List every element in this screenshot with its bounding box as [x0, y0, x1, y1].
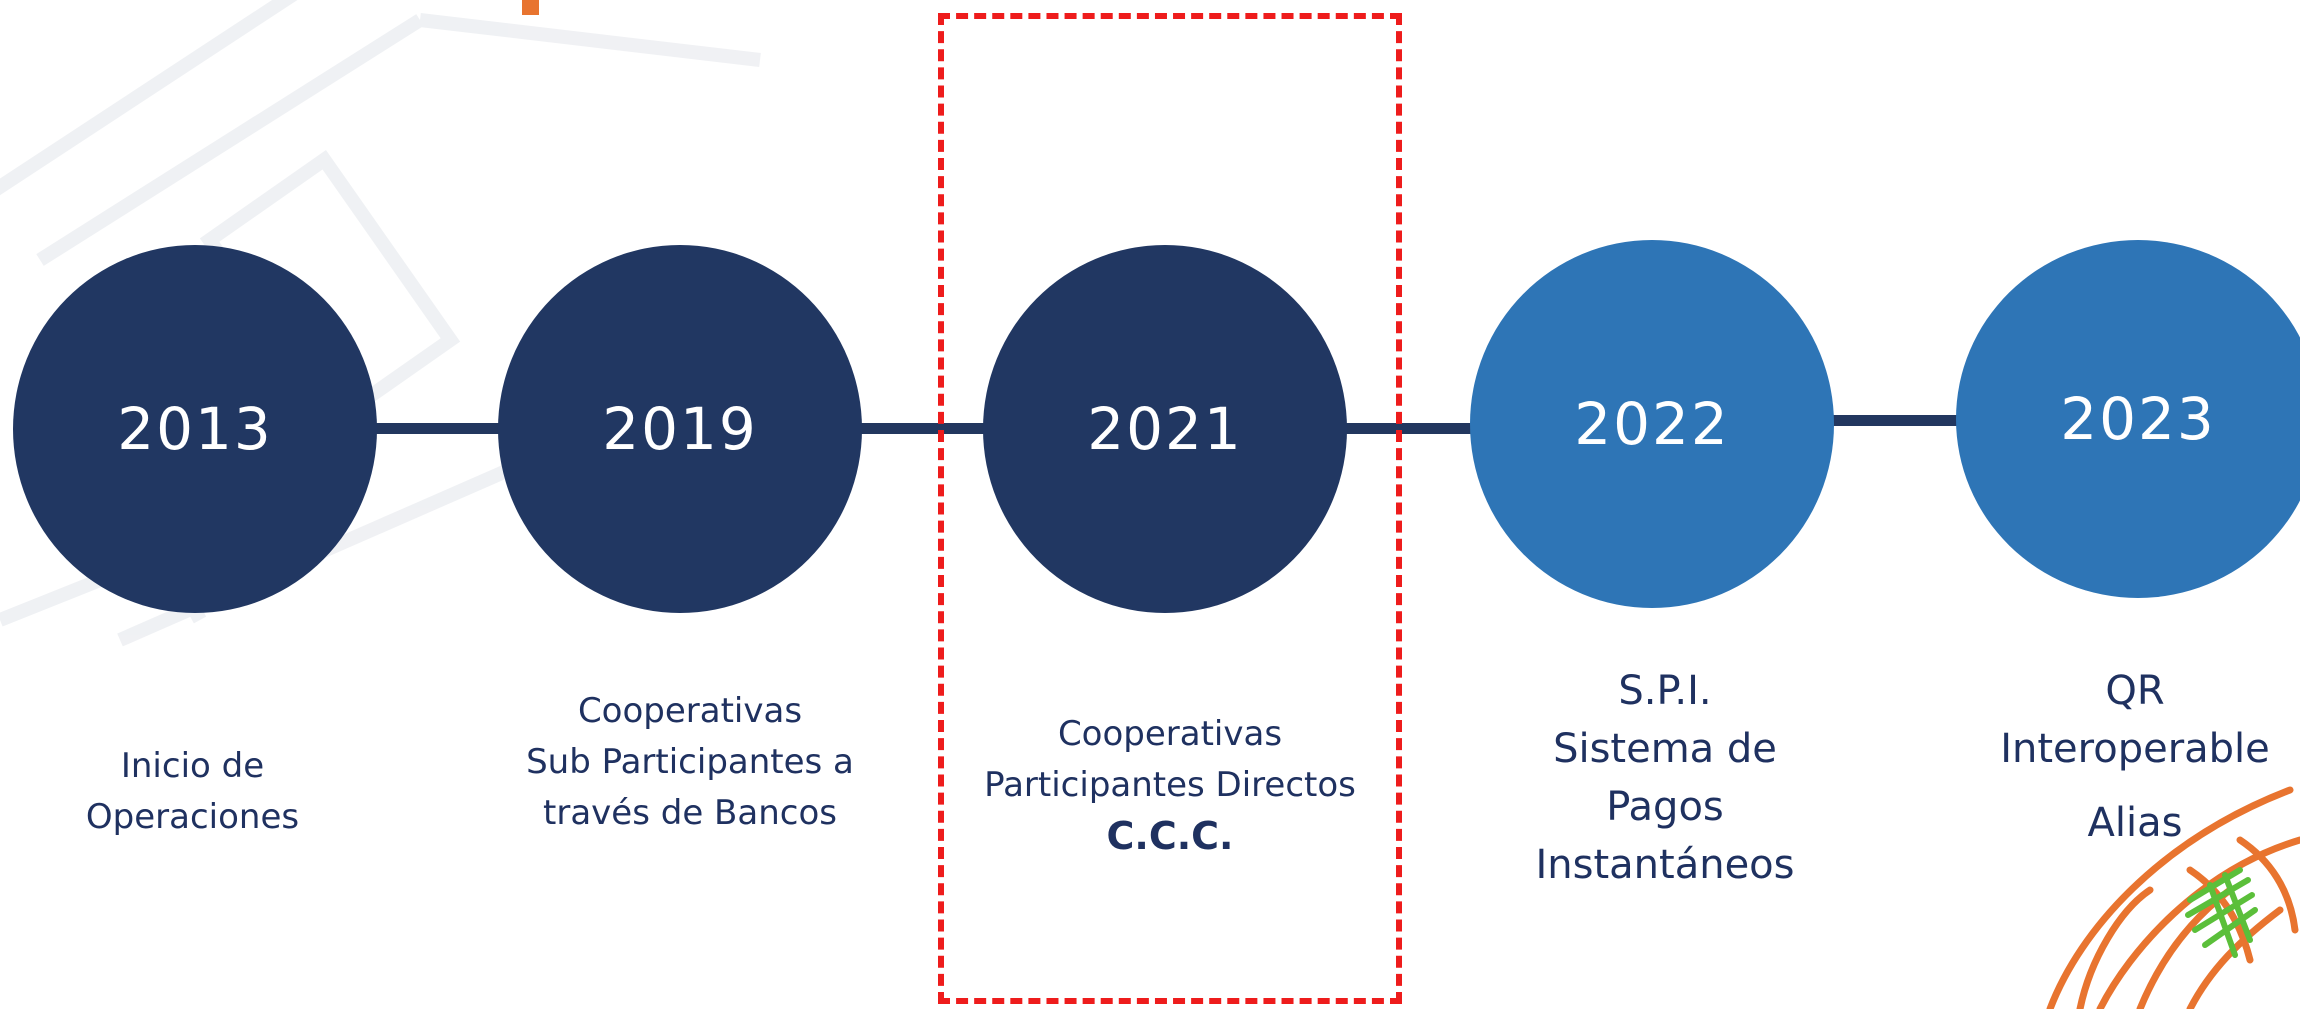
year-circle-2013: 2013 [13, 245, 377, 613]
milestone-label-2013: Inicio de Operaciones [85, 746, 300, 837]
timeline-connector [860, 423, 985, 434]
year-circle-2023: 2023 [1956, 240, 2300, 598]
year-label: 2023 [2060, 385, 2216, 453]
timeline-connector [375, 423, 500, 434]
milestone-label-2019: Cooperativas Sub Participantes a través … [526, 691, 854, 833]
milestone-label-2021: Cooperativas Participantes Directos C.C.… [950, 709, 1390, 862]
carrot-illustration [2046, 786, 2300, 1009]
year-circle-2019: 2019 [498, 245, 862, 613]
alias-label: Alias [2087, 800, 2183, 846]
milestone-label-2022: S.P.I. Sistema de Pagos Instantáneos [1535, 668, 1795, 888]
timeline-connector [1830, 415, 1960, 426]
year-label: 2021 [1087, 395, 1243, 463]
year-circle-2021: 2021 [983, 245, 1347, 613]
timeline-connector [1345, 423, 1475, 434]
highlight-box [938, 13, 1402, 1004]
year-label: 2019 [602, 395, 758, 463]
year-label: 2013 [117, 395, 273, 463]
milestone-label-2023: QR Interoperable Alias [1975, 662, 2295, 852]
orange-accent-bar [522, 0, 539, 15]
ccc-label: C.C.C. [1106, 814, 1234, 858]
year-circle-2022: 2022 [1470, 240, 1834, 608]
year-label: 2022 [1574, 390, 1730, 458]
